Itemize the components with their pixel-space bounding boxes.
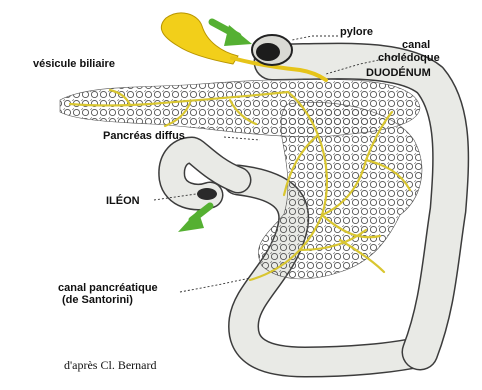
label-canal-choledoque-line1: canal bbox=[402, 40, 430, 51]
label-vesicule-biliaire: vésicule biliaire bbox=[33, 59, 115, 70]
leader-canal-pancreatique bbox=[180, 278, 250, 292]
source-credit: d'après Cl. Bernard bbox=[64, 359, 156, 371]
label-pancreas-diffus: Pancréas diffus bbox=[103, 131, 185, 142]
leader-pancreas bbox=[224, 137, 260, 140]
label-pylore: pylore bbox=[340, 27, 373, 38]
label-ileon: ILÉON bbox=[106, 196, 140, 207]
arrow-down-right-icon bbox=[212, 22, 252, 46]
ileum-opening bbox=[197, 188, 217, 200]
label-canal-pancreatique-line2: (de Santorini) bbox=[62, 295, 133, 306]
label-canal-pancreatique-line1: canal pancréatique bbox=[58, 283, 158, 294]
label-duodenum: DUODÉNUM bbox=[366, 68, 431, 79]
label-canal-choledoque-line2: cholédoque bbox=[378, 53, 440, 64]
leader-pylore bbox=[292, 36, 338, 40]
